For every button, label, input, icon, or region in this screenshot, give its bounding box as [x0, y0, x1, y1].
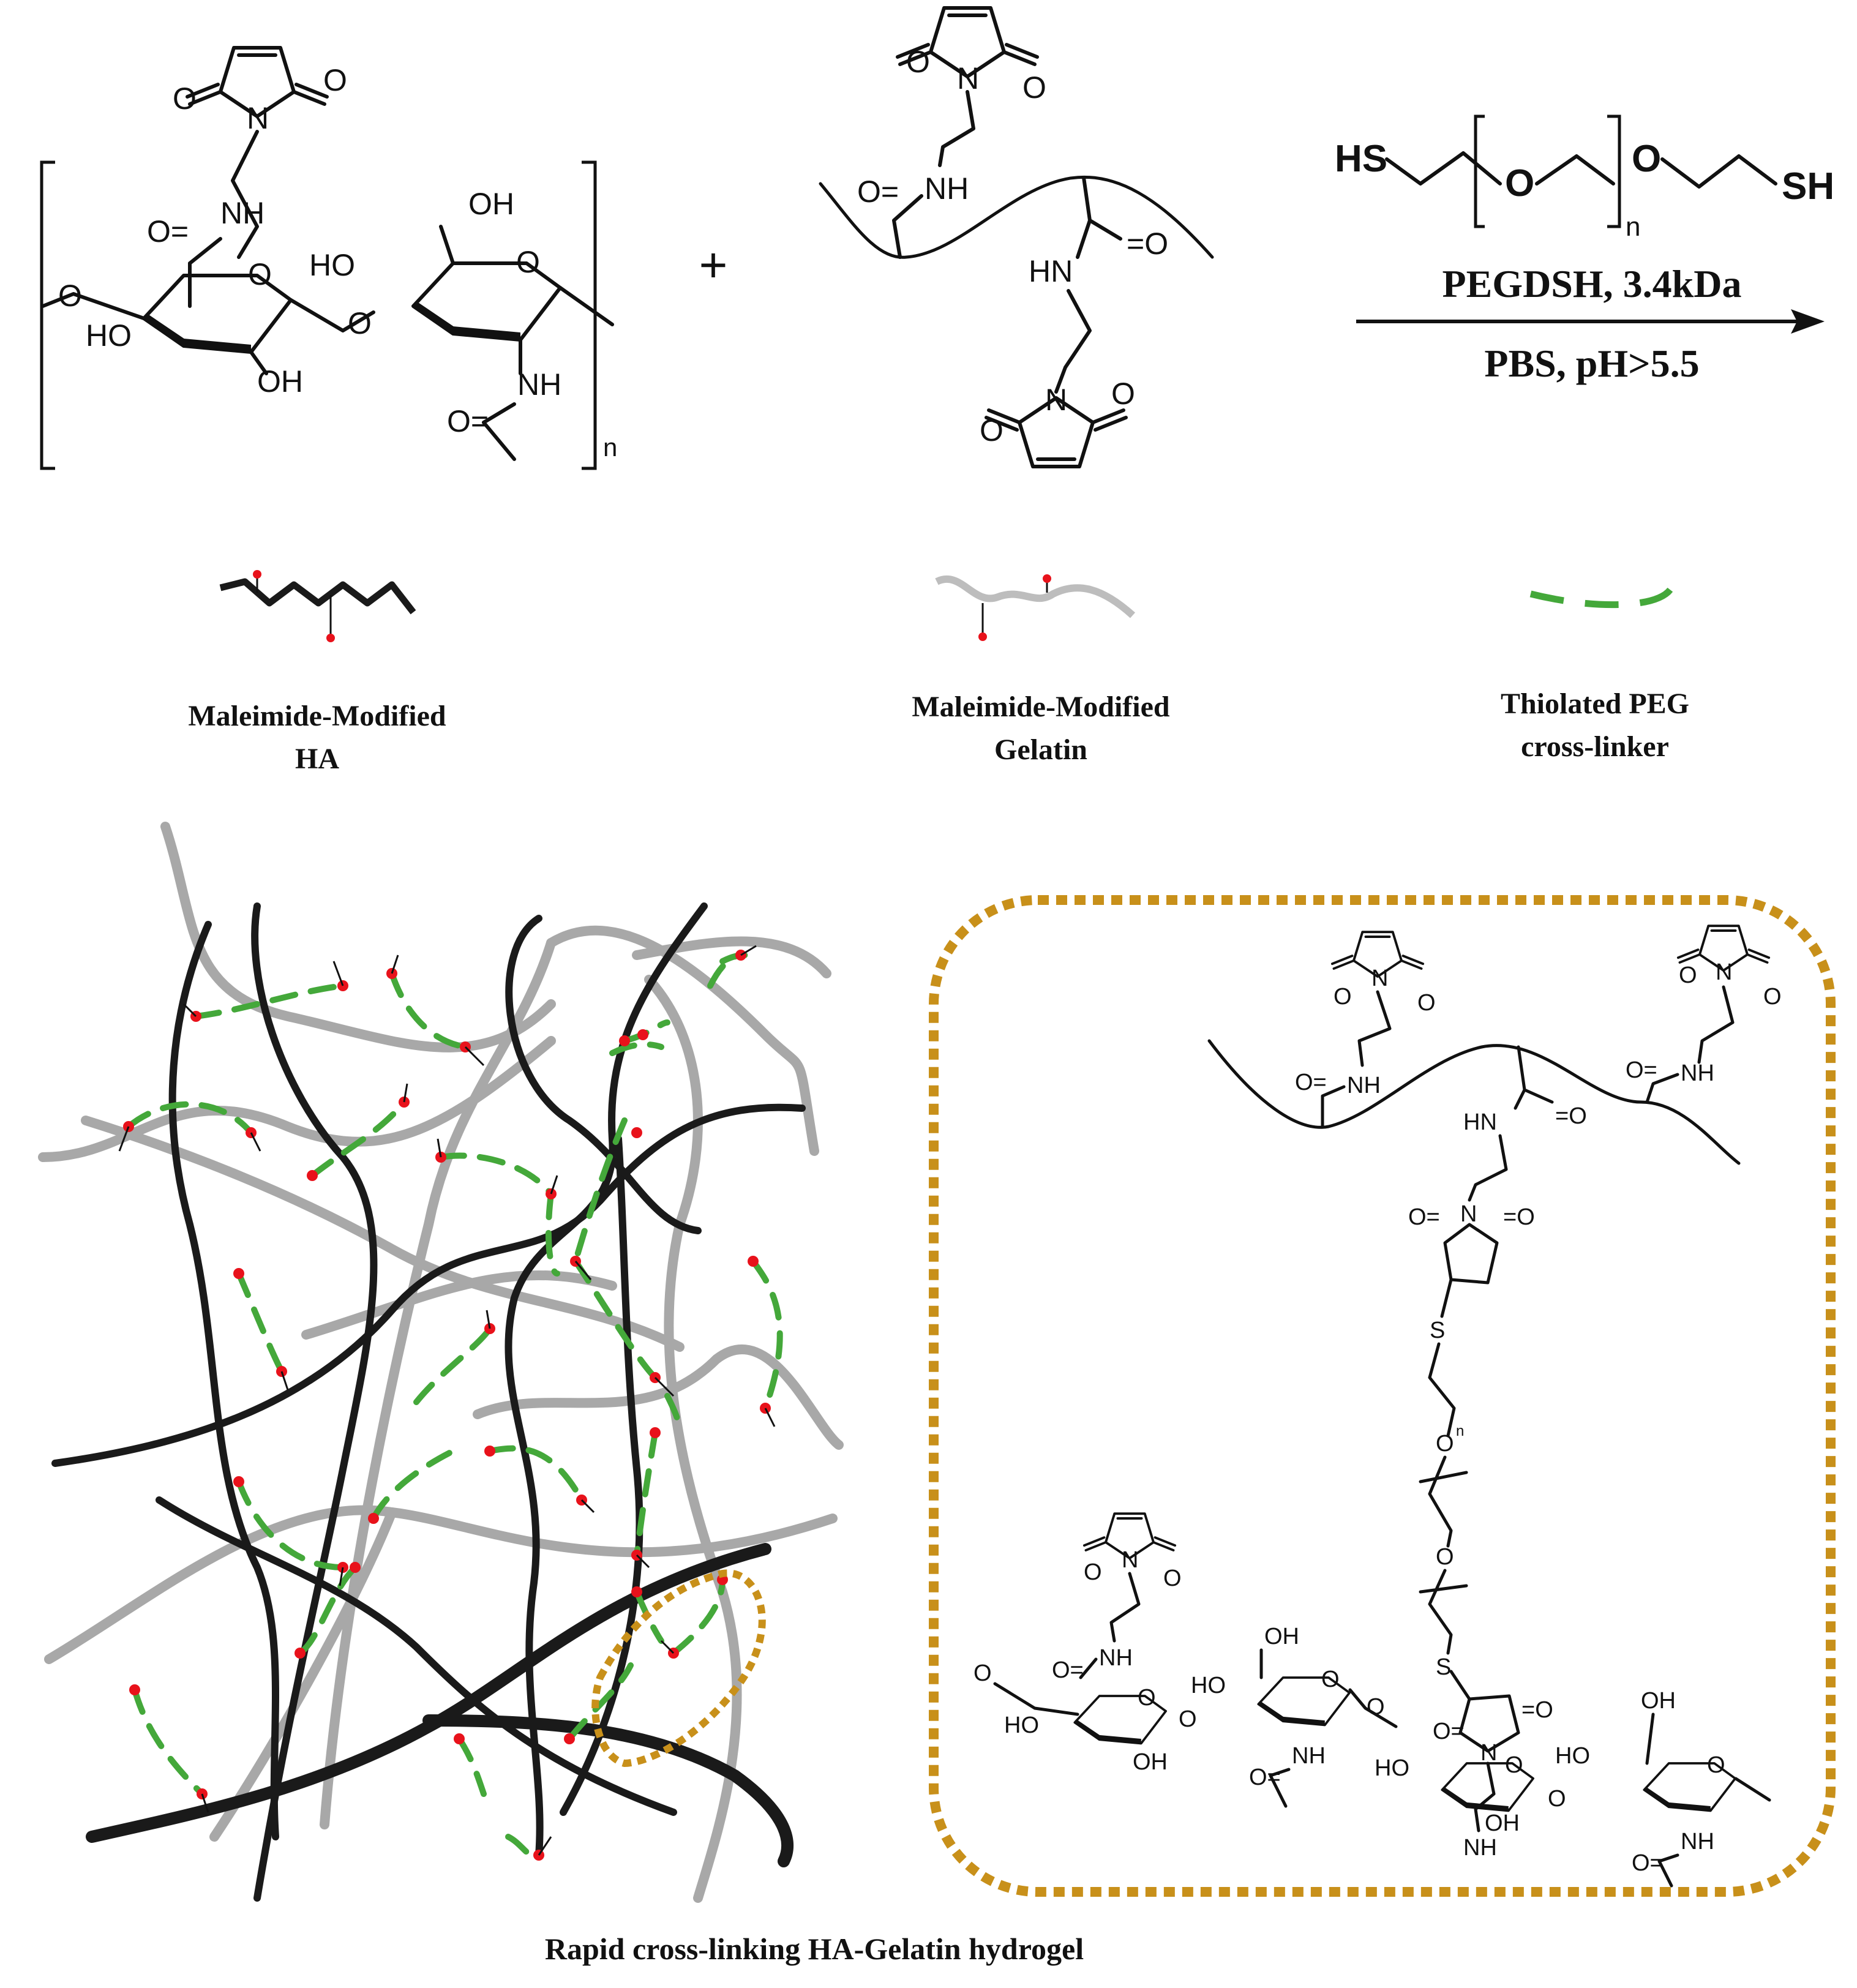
- gel-hn2: HN: [1029, 254, 1073, 288]
- zoom-glyco3-o: O: [1548, 1786, 1566, 1812]
- legend-peg-icon: [1529, 585, 1675, 609]
- zoom-ring2-nh: NH: [1292, 1743, 1326, 1769]
- zoom-nh3: NH: [1463, 1835, 1497, 1861]
- zoom-mal1-n: N: [1371, 966, 1388, 991]
- ha-maleimide-structure: n O O N NH O= O HO OH O O O HO OH NH O=: [40, 48, 617, 470]
- zoom-succ1-n: N: [1460, 1201, 1477, 1227]
- ha-ring1-ho: HO: [86, 318, 132, 353]
- highlight-zoom-box: [929, 895, 1836, 1897]
- zoom-mal2-o-left: O: [1679, 962, 1697, 988]
- legend-gelatin-line2: Gelatin: [994, 733, 1087, 766]
- zoom-succ2-o-right: =O: [1521, 1697, 1553, 1723]
- zoom-ha-mal-o-right: O: [1163, 1566, 1182, 1591]
- zoom-ring3-oh: OH: [1485, 1810, 1520, 1836]
- reaction-arrow-icon: [1356, 309, 1825, 334]
- ha-glyco-o: O: [348, 306, 372, 340]
- hydrogel-network: [38, 822, 844, 1903]
- plus-sign: +: [699, 238, 728, 292]
- zoom-nh1: NH: [1347, 1073, 1381, 1098]
- zoom-succ1-o-right: =O: [1503, 1204, 1535, 1230]
- gelatin-maleimide-structure: O O N NH O= =O HN N O O: [819, 8, 1214, 467]
- zoom-glyco1-o: O: [1179, 1706, 1197, 1732]
- ha-mal-o-left: O: [173, 81, 197, 116]
- zoom-ring2-ho: HO: [1191, 1673, 1226, 1698]
- zoom-ring2-o: O: [1321, 1667, 1340, 1692]
- zoom-ring3-o: O: [1505, 1752, 1523, 1778]
- zoom-carbonyl1-o: O=: [1295, 1070, 1327, 1095]
- zoom-mal2-n: N: [1716, 959, 1732, 985]
- zoom-center-hn: HN: [1463, 1109, 1497, 1135]
- zoom-succ1-o-left: O=: [1408, 1204, 1440, 1230]
- peg-o2: O: [1632, 138, 1661, 180]
- reaction-conditions: PBS, pH>5.5: [1484, 342, 1699, 385]
- zoom-mal2-o-right: O: [1763, 984, 1782, 1010]
- peg-hs: HS: [1335, 138, 1387, 180]
- zoom-ring3-ho: HO: [1375, 1755, 1409, 1781]
- zoom-ring1-ho: HO: [1004, 1712, 1039, 1738]
- zoom-succ2-n: N: [1480, 1740, 1497, 1766]
- peg-o1: O: [1505, 162, 1534, 204]
- zoom-s2: S: [1436, 1654, 1451, 1680]
- legend-gelatin-icon: [935, 574, 1136, 641]
- zoom-mal1-o-right: O: [1417, 990, 1436, 1016]
- zoom-ring4-ho: HO: [1555, 1743, 1590, 1769]
- zoom-ring1-o: O: [1138, 1685, 1156, 1711]
- ha-carbonyl-o: O=: [147, 214, 189, 249]
- ha-ring2-oh: OH: [468, 187, 514, 221]
- pegdsh-structure: HS O n O SH: [1335, 114, 1834, 242]
- peg-sh: SH: [1782, 165, 1834, 208]
- peg-sub-n: n: [1626, 212, 1640, 242]
- zoom-nh2: NH: [1681, 1060, 1714, 1086]
- gel-mal2-o-left: O: [980, 413, 1004, 448]
- ha-ring1-o: O: [248, 257, 272, 291]
- gel-carbonyl2-o: =O: [1127, 227, 1168, 261]
- ha-ring2-o: O: [516, 245, 540, 279]
- zoom-ha-left-o: O: [974, 1660, 992, 1686]
- legend-ha-line1: Maleimide-Modified: [188, 700, 446, 732]
- zoom-succ2-o-left: O=: [1433, 1719, 1465, 1744]
- gel-mal1-o-left: O: [906, 45, 930, 79]
- figure-caption: Rapid cross-linking HA-Gelatin hydrogel: [545, 1932, 1084, 1966]
- zoom-ring2-oh: OH: [1264, 1624, 1299, 1649]
- ha-acetyl-o: O=: [447, 404, 489, 438]
- ha-ring2-nh: NH: [517, 367, 561, 402]
- legend-peg-line2: cross-linker: [1521, 730, 1669, 763]
- zoom-ring1-oh: OH: [1133, 1749, 1168, 1775]
- zoom-peg-n1: n: [1456, 1423, 1464, 1439]
- gel-mal2-n: N: [1045, 383, 1067, 417]
- gel-carbonyl1-o: O=: [857, 174, 899, 209]
- zoom-s1: S: [1430, 1318, 1445, 1343]
- ha-repeat-n: n: [603, 433, 617, 462]
- zoom-peg-o1: O: [1436, 1431, 1454, 1457]
- gel-mal1-n: N: [957, 61, 979, 96]
- legend-gelatin-line1: Maleimide-Modified: [912, 691, 1170, 723]
- zoom-ring4-acetyl-o: O=: [1632, 1850, 1664, 1876]
- zoom-ha-nh: NH: [1099, 1645, 1133, 1671]
- legend-ha-icon: [219, 570, 416, 642]
- zoom-center-carbonyl-o: =O: [1555, 1103, 1587, 1129]
- ha-nh: NH: [220, 196, 264, 230]
- legend-ha-line2: HA: [295, 743, 339, 775]
- zoom-ha-mal-o-left: O: [1084, 1559, 1102, 1585]
- ha-mal-n: N: [247, 101, 269, 135]
- ha-mal-o-right: O: [323, 63, 347, 97]
- zoom-ha-carbonyl-o: O=: [1052, 1657, 1084, 1683]
- ha-left-o: O: [58, 279, 82, 313]
- zoom-mal1-o-left: O: [1334, 984, 1352, 1010]
- zoom-carbonyl2-o: O=: [1626, 1057, 1657, 1083]
- gel-mal2-o-right: O: [1111, 377, 1135, 411]
- zoom-ha-mal-n: N: [1122, 1547, 1138, 1573]
- reagent-name: PEGDSH, 3.4kDa: [1442, 262, 1742, 306]
- zoom-ring4-oh: OH: [1641, 1688, 1676, 1714]
- zoom-crosslink-structure: O O N NH O= O O N NH O= =O HN N O= =O S …: [974, 925, 1782, 1888]
- zoom-ring4-o: O: [1707, 1752, 1725, 1778]
- ha-ring2-ho: HO: [309, 248, 355, 282]
- zoom-ring4-nh: NH: [1681, 1829, 1714, 1855]
- legend-peg-line1: Thiolated PEG: [1501, 688, 1689, 720]
- gel-mal1-o-right: O: [1022, 70, 1046, 105]
- gel-nh1: NH: [925, 171, 969, 206]
- zoom-peg-o2: O: [1436, 1544, 1454, 1570]
